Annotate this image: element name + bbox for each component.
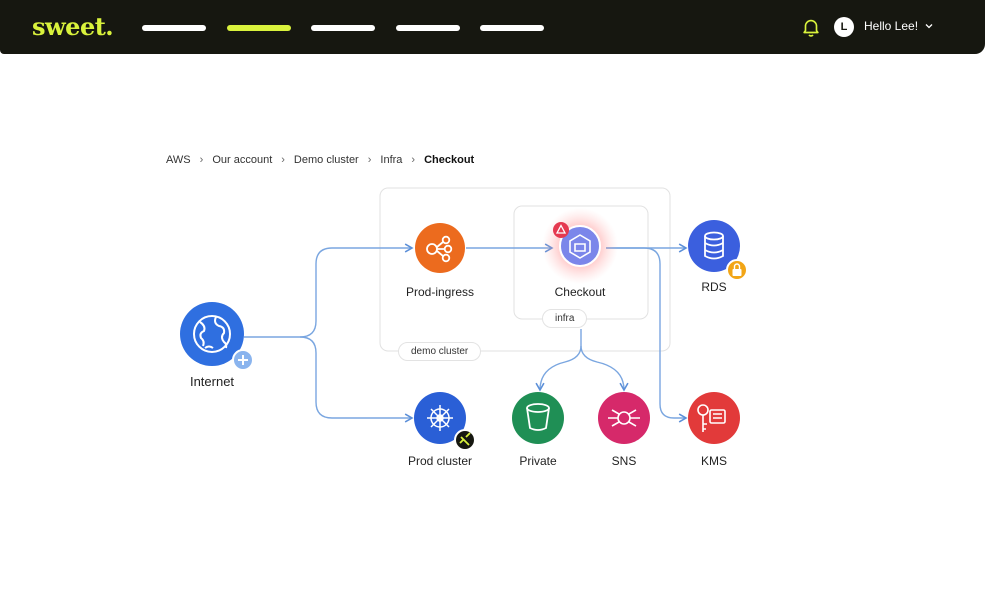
breadcrumb-item-cluster[interactable]: Demo cluster	[293, 154, 359, 166]
edge-internet-prodcluster	[299, 336, 414, 423]
node-label-checkout: Checkout	[554, 285, 606, 299]
user-greeting[interactable]: Hello Lee!	[864, 19, 919, 33]
kubernetes-helm-icon	[427, 405, 453, 431]
node-label-prod-ingress: Prod-ingress	[405, 285, 475, 299]
node-kms[interactable]	[688, 392, 740, 444]
breadcrumb: AWS › Our account › Demo cluster › Infra…	[166, 154, 474, 166]
nav-item-4[interactable]	[396, 25, 460, 31]
node-sns[interactable]	[598, 392, 650, 444]
globe-icon	[193, 315, 231, 353]
node-internet[interactable]	[180, 302, 254, 371]
node-prod-ingress[interactable]	[415, 223, 465, 273]
chevron-down-icon[interactable]	[924, 21, 934, 31]
group-label-infra: infra	[542, 309, 588, 328]
share-nodes-icon	[426, 235, 453, 263]
breadcrumb-separator-icon: ›	[411, 154, 416, 166]
node-rds[interactable]	[688, 220, 748, 281]
plus-badge-icon[interactable]	[232, 349, 254, 371]
edge-infra-private	[535, 345, 582, 392]
lock-badge-icon[interactable]	[726, 259, 748, 281]
breadcrumb-separator-icon: ›	[199, 154, 204, 166]
node-private[interactable]	[512, 392, 564, 444]
database-icon	[704, 231, 724, 260]
node-label-prod-cluster: Prod cluster	[407, 454, 473, 468]
node-label-kms: KMS	[700, 454, 727, 468]
warning-badge-icon[interactable]	[553, 222, 569, 238]
avatar[interactable]: L	[834, 17, 854, 37]
node-label-private: Private	[519, 454, 557, 468]
node-label-internet: Internet	[189, 374, 235, 389]
nav-item-1[interactable]	[142, 25, 206, 31]
breadcrumb-item-aws[interactable]: AWS	[166, 154, 191, 166]
breadcrumb-separator-icon: ›	[281, 154, 285, 166]
bell-icon[interactable]	[800, 16, 822, 38]
sns-icon	[608, 409, 640, 427]
key-icon	[697, 404, 726, 432]
nav-item-3[interactable]	[311, 25, 375, 31]
group-label-demo-cluster: demo cluster	[398, 342, 482, 361]
pod-icon	[569, 234, 591, 259]
brand-logo[interactable]: sweet.	[32, 12, 114, 41]
nav-item-2-active[interactable]	[227, 25, 291, 31]
connected-badge-icon[interactable]	[454, 429, 476, 451]
bucket-icon	[526, 403, 550, 431]
node-label-rds: RDS	[701, 280, 727, 294]
group-demo-cluster	[379, 187, 671, 352]
edge-checkout-kms	[606, 247, 688, 423]
nav-item-5[interactable]	[480, 25, 544, 31]
top-navigation-bar: sweet. L Hello Lee!	[0, 0, 985, 54]
edge-infra-sns	[580, 345, 629, 392]
breadcrumb-item-infra[interactable]: Infra	[380, 154, 403, 166]
breadcrumb-item-account[interactable]: Our account	[212, 154, 273, 166]
edge-internet-ingress	[299, 243, 414, 338]
node-label-sns: SNS	[611, 454, 637, 468]
breadcrumb-item-checkout: Checkout	[424, 154, 475, 166]
breadcrumb-separator-icon: ›	[367, 154, 372, 166]
node-checkout[interactable]	[542, 208, 618, 284]
node-prod-cluster[interactable]	[414, 392, 476, 451]
